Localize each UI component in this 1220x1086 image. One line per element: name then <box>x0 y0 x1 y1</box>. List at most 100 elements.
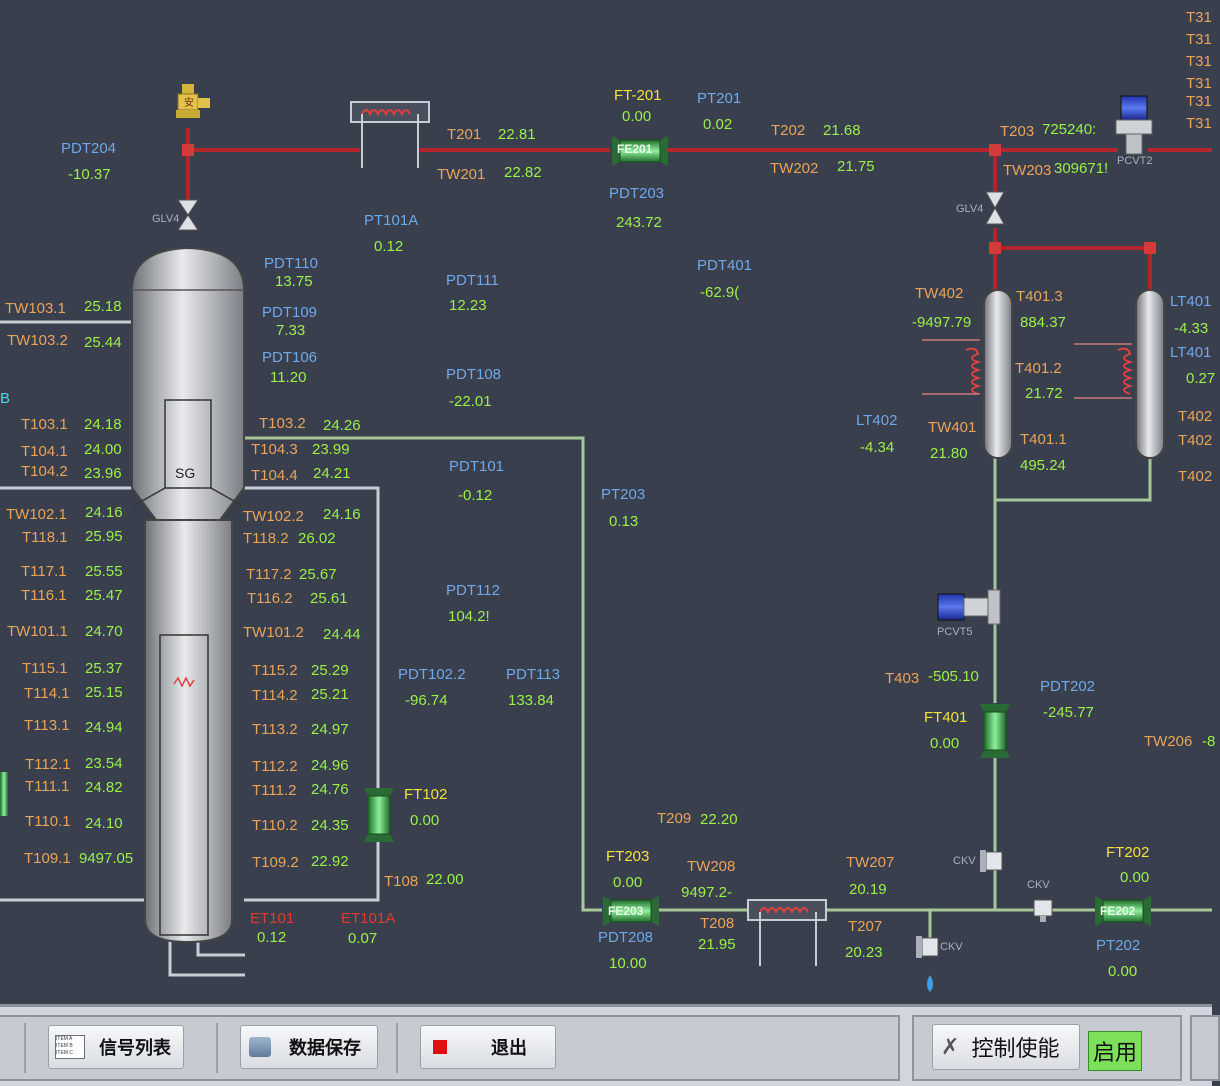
t31-label-1: T31 <box>1186 9 1212 26</box>
pt101a-label: PT101A <box>364 212 419 229</box>
enabled-status-badge[interactable]: 启用 <box>1088 1031 1142 1071</box>
t115-1-label: T115.1 <box>22 660 68 677</box>
tw402-label: TW402 <box>915 285 964 302</box>
t117-2-label: T117.2 <box>246 566 292 583</box>
control-enable-button[interactable]: ✗ 控制使能 <box>932 1024 1080 1070</box>
t31-label-6: T31 <box>1186 115 1212 132</box>
pdt202-value: -245.77 <box>1043 704 1094 721</box>
pcvt2-label: PCVT2 <box>1117 155 1153 167</box>
t114-2-value: 25.21 <box>311 686 349 703</box>
fe102-element <box>364 788 394 842</box>
t116-1-label: T116.1 <box>21 587 67 604</box>
t203-value: 725240: <box>1042 121 1097 138</box>
tw203-label: TW203 <box>1003 162 1052 179</box>
signal-list-button[interactable]: ITEM A ITEM B ITEM C 信号列表 <box>48 1025 184 1069</box>
tw103-2-label: TW103.2 <box>7 332 68 349</box>
pt201-label: PT201 <box>697 90 742 107</box>
pdt113-label: PDT113 <box>506 666 560 683</box>
t111-1-label: T111.1 <box>25 778 70 795</box>
t403-label: T403 <box>885 670 920 687</box>
t118-1-label: T118.1 <box>22 529 68 546</box>
t117-1-value: 25.55 <box>85 563 123 580</box>
t114-1-value: 25.15 <box>85 684 123 701</box>
tw101-1-value: 24.70 <box>85 623 123 640</box>
fe201-element <box>612 136 668 166</box>
ft203-value: 0.00 <box>613 874 643 891</box>
ckv-label-a: CKV <box>953 855 976 867</box>
pdt110-label: PDT110 <box>264 255 318 272</box>
ft202-label: FT202 <box>1106 844 1150 861</box>
t104-1-value: 24.00 <box>84 441 122 458</box>
pdt108-label: PDT108 <box>446 366 502 383</box>
safety-valve: 安 <box>176 84 210 118</box>
t402-a-label: T402 <box>1178 408 1213 425</box>
t401-2-value: 21.72 <box>1025 385 1063 402</box>
t110-2-value: 24.35 <box>311 817 349 834</box>
t111-2-label: T111.2 <box>252 782 297 799</box>
t402-b-label: T402 <box>1178 432 1213 449</box>
pdt112-label: PDT112 <box>446 582 500 599</box>
tw101-1-label: TW101.1 <box>7 623 68 640</box>
t115-2-value: 25.29 <box>311 662 349 679</box>
t112-2-label: T112.2 <box>252 758 298 775</box>
pt201-value: 0.02 <box>703 116 733 133</box>
control-enable-label: 控制使能 <box>971 1036 1060 1061</box>
t113-1-label: T113.1 <box>24 717 70 734</box>
toolbar-separator <box>396 1023 398 1073</box>
ckv-label-c: CKV <box>940 941 963 953</box>
tw202-label: TW202 <box>770 160 819 177</box>
ft202-value: 0.00 <box>1120 869 1150 886</box>
pdt106-label: PDT106 <box>262 349 318 366</box>
exit-button[interactable]: 退出 <box>420 1025 556 1069</box>
pdt102-2-label: PDT102.2 <box>398 666 466 683</box>
t109-2-label: T109.2 <box>252 854 299 871</box>
t203-label: T203 <box>1000 123 1035 140</box>
left-edge-flow-element <box>0 772 8 816</box>
t103-2-label: T103.2 <box>259 415 306 432</box>
et101-value: 0.12 <box>257 929 287 946</box>
pdt108-value: -22.01 <box>449 393 492 410</box>
lt402-label: LT402 <box>856 412 898 429</box>
pdt113-value: 133.84 <box>508 692 554 709</box>
t109-1-label: T109.1 <box>24 850 71 867</box>
ft401-label: FT401 <box>924 709 968 726</box>
heater-top <box>350 101 430 168</box>
process-scene: 安 <box>0 9 1215 992</box>
t31-label-5: T31 <box>1186 93 1212 110</box>
t115-2-label: T115.2 <box>252 662 298 679</box>
data-save-button[interactable]: 数据保存 <box>240 1025 378 1069</box>
pdt112-value: 104.2! <box>448 608 490 625</box>
t104-4-value: 24.21 <box>313 465 351 482</box>
glv4-left-valve <box>177 199 199 231</box>
t103-1-value: 24.18 <box>84 416 122 433</box>
t112-1-label: T112.1 <box>25 756 71 773</box>
t208-label: T208 <box>700 915 735 932</box>
t117-2-value: 25.67 <box>299 566 337 583</box>
heater-bottom <box>747 899 827 966</box>
pcvt5-actuator <box>937 589 1001 625</box>
t31-label-3: T31 <box>1186 53 1212 70</box>
et101a-label: ET101A <box>341 910 396 927</box>
t112-1-value: 23.54 <box>85 755 123 772</box>
toolbar-separator <box>24 1023 26 1073</box>
svg-text:安: 安 <box>184 96 194 109</box>
t109-1-value: 9497.05 <box>79 850 134 867</box>
exit-label: 退出 <box>491 1038 527 1058</box>
signal-list-icon: ITEM A ITEM B ITEM C <box>55 1035 85 1059</box>
t209-label: T209 <box>657 810 692 827</box>
pt202-label: PT202 <box>1096 937 1141 954</box>
vessel-401 <box>922 289 1013 459</box>
process-diagram: 安 <box>0 84 1212 992</box>
t114-1-label: T114.1 <box>24 685 70 702</box>
t113-1-value: 24.94 <box>85 719 123 736</box>
tw208-label: TW208 <box>687 858 736 875</box>
pdt109-label: PDT109 <box>262 304 318 321</box>
pdt208-label: PDT208 <box>598 929 654 946</box>
t103-2-value: 24.26 <box>323 417 361 434</box>
pdt106-value: 11.20 <box>270 369 307 386</box>
t207-value: 20.23 <box>845 944 883 961</box>
glv4-left-label: GLV4 <box>152 213 180 225</box>
lt401-a-label: LT401 <box>1170 293 1212 310</box>
t114-2-label: T114.2 <box>252 687 298 704</box>
pcvt2-actuator <box>1115 95 1153 155</box>
